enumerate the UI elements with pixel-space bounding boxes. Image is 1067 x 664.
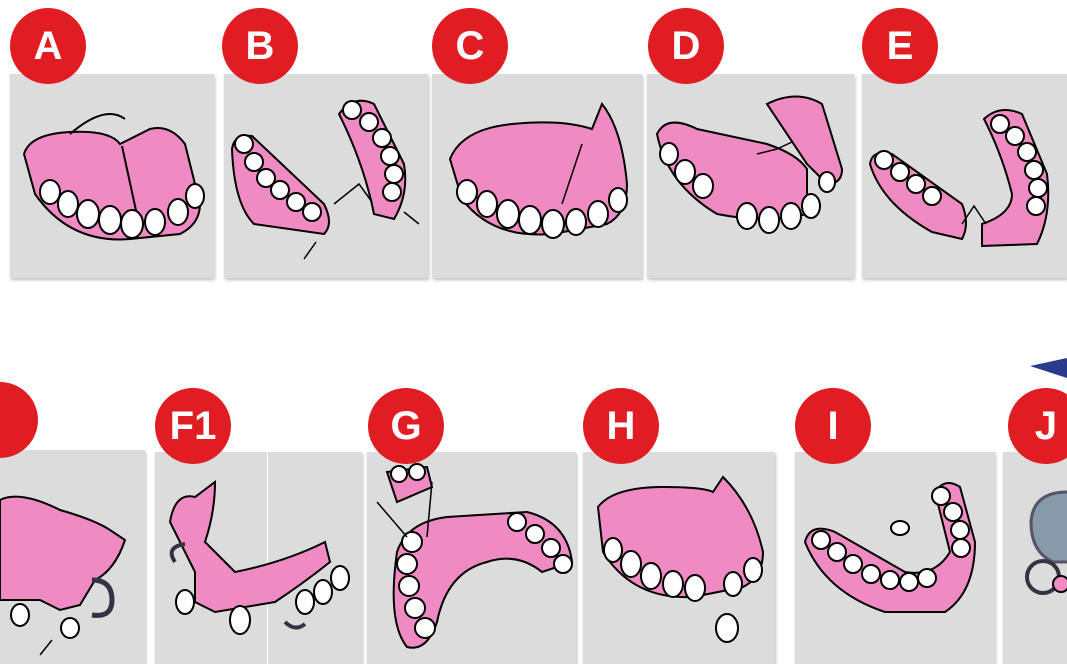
label-badge-f1: F1 — [155, 388, 231, 464]
panel-h — [583, 452, 775, 664]
label-badge-b: B — [222, 8, 298, 84]
partial-denture-section-removed-illustration — [647, 74, 854, 278]
metal-framework-denture-illustration — [1003, 452, 1067, 664]
panel-c — [432, 74, 642, 278]
corner-decoration — [1030, 358, 1067, 378]
partial-denture-with-wire-clasps-illustration — [155, 452, 362, 664]
panel-b — [224, 74, 428, 278]
panel-i — [795, 452, 995, 664]
denture-fractured-midline-illustration — [10, 74, 214, 278]
label-badge-g: G — [368, 388, 444, 464]
label-badge-c: C — [432, 8, 508, 84]
panel-j — [1003, 452, 1067, 664]
partial-denture-with-clasp-illustration — [0, 450, 145, 664]
lower-denture-fractured-illustration — [224, 74, 428, 278]
upper-denture-missing-tooth-illustration — [583, 452, 775, 664]
label-badge-d: D — [648, 8, 724, 84]
full-upper-denture-illustration — [432, 74, 642, 278]
panel-e — [862, 74, 1067, 278]
label-badge-e: E — [862, 8, 938, 84]
lower-denture-loose-tooth-illustration — [795, 452, 995, 664]
panel-g — [367, 452, 576, 664]
label-badge-i: I — [795, 388, 871, 464]
panel-f1 — [155, 452, 362, 664]
label-badge-a: A — [10, 8, 86, 84]
panel-d — [647, 74, 854, 278]
label-badge-h: H — [583, 388, 659, 464]
panel-f — [0, 450, 145, 664]
lower-denture-with-detached-teeth-illustration — [367, 452, 576, 664]
label-badge-f — [0, 382, 38, 458]
lower-denture-broken-section-illustration — [862, 74, 1067, 278]
panel-a — [10, 74, 214, 278]
